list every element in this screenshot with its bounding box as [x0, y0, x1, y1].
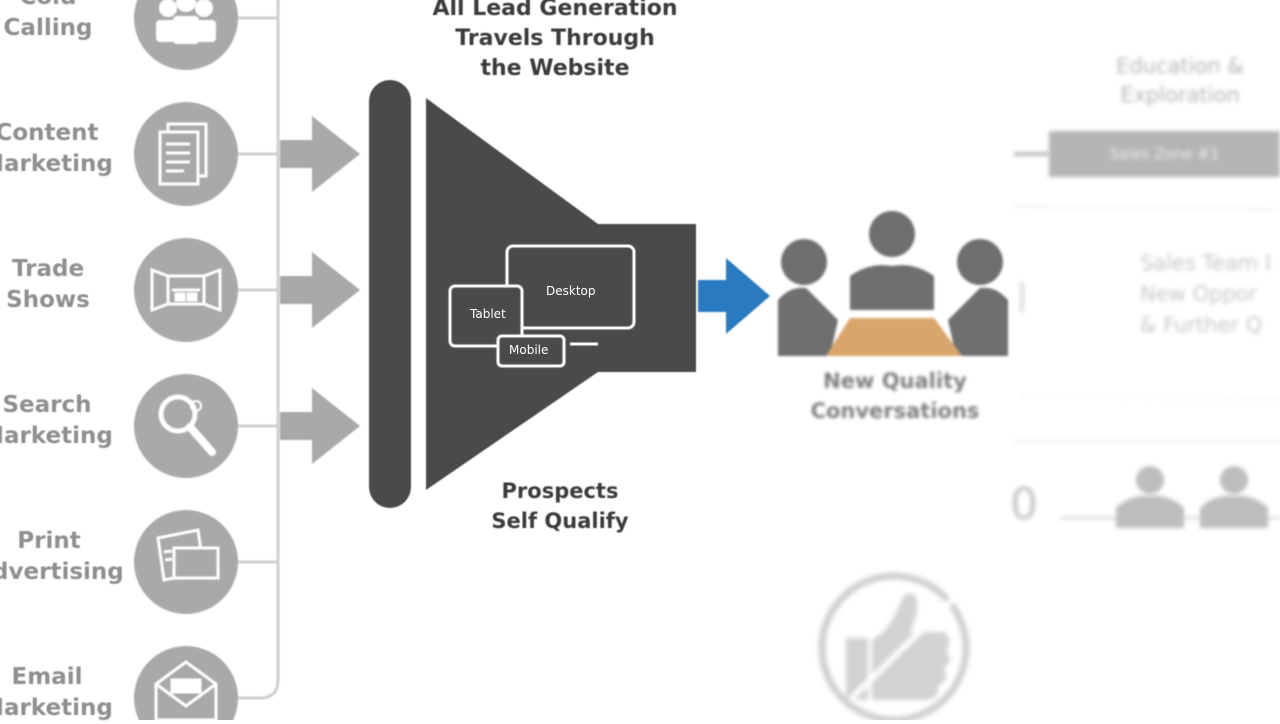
channel-label-line: Marketing	[0, 423, 113, 449]
caption-line: New Quality	[823, 369, 967, 393]
diagram-title: All Lead Generation Travels Through the …	[400, 0, 710, 84]
channel-label-line: Trade	[11, 256, 85, 282]
right-panel-graphics	[1013, 152, 1280, 528]
channel-label-line: Marketing	[0, 151, 113, 177]
channel-label-cold-calling: Cold Calling	[0, 0, 96, 44]
thumbs-up-icon	[818, 572, 970, 720]
channel-label-line: Search	[2, 392, 92, 418]
person-icon	[1116, 466, 1268, 528]
channel-label-content-marketing: Content Marketing	[0, 118, 120, 180]
device-label-mobile: Mobile	[509, 343, 549, 357]
booth-icon-glyph	[150, 267, 222, 313]
title-line: the Website	[480, 56, 630, 81]
title-line: Travels Through	[455, 26, 655, 51]
device-label-tablet: Tablet	[470, 307, 506, 321]
count-value: 0	[1010, 479, 1038, 530]
education-line: Exploration	[1120, 83, 1240, 107]
magnifier-icon	[134, 374, 238, 478]
document-icon-glyph	[158, 122, 208, 186]
education-line: Education &	[1116, 54, 1244, 78]
sales-team-label: Sales Team I New Oppor & Further Q	[1140, 248, 1280, 341]
channel-label-line: Shows	[6, 287, 90, 313]
print-ad-icon-glyph	[156, 528, 220, 582]
devices-icon	[448, 244, 636, 368]
blue-arrow-icon	[698, 258, 770, 334]
caption-line: Self Qualify	[491, 509, 629, 533]
outcome-caption: New Quality Conversations	[780, 366, 1010, 426]
channel-label-trade-shows: Trade Shows	[0, 254, 96, 316]
channel-label-line: Advertising	[0, 559, 124, 585]
caption-line: Conversations	[810, 399, 980, 423]
caption-line: Prospects	[501, 479, 619, 503]
channel-label-line: Cold	[0, 0, 96, 13]
channel-label-search-marketing: Search Marketing	[0, 390, 120, 452]
magnifier-icon-glyph	[158, 394, 216, 456]
title-line: All Lead Generation	[432, 0, 678, 21]
device-label-desktop: Desktop	[546, 284, 596, 298]
funnel-caption: Prospects Self Qualify	[460, 476, 660, 536]
channel-label-print-advertising: Print Advertising	[0, 526, 134, 588]
channel-label-line: Calling	[3, 15, 93, 41]
channel-label-line: Marketing	[0, 695, 113, 721]
sales-zone-bar: Sales Zone #1	[1049, 131, 1280, 177]
education-label: Education & Exploration	[1080, 52, 1280, 110]
team-line: & Further Q	[1140, 313, 1263, 337]
channel-label-line: Content	[0, 120, 99, 146]
funnel	[369, 80, 696, 508]
channel-label-email-marketing: Email Marketing	[0, 662, 120, 724]
channel-label-line: Email	[11, 664, 83, 690]
team-line: New Oppor	[1140, 282, 1258, 306]
people-icon-glyph	[156, 0, 216, 44]
arrow-icon	[280, 116, 360, 192]
envelope-icon-glyph	[154, 660, 218, 720]
funnel-mouth-bar	[369, 80, 411, 508]
meeting-table	[826, 318, 962, 356]
team-line: Sales Team I	[1140, 251, 1271, 275]
conversation-people-icon	[778, 211, 1008, 356]
arrow-icon	[280, 252, 360, 328]
arrow-icon	[280, 388, 360, 464]
channel-label-line: Print	[17, 528, 81, 554]
